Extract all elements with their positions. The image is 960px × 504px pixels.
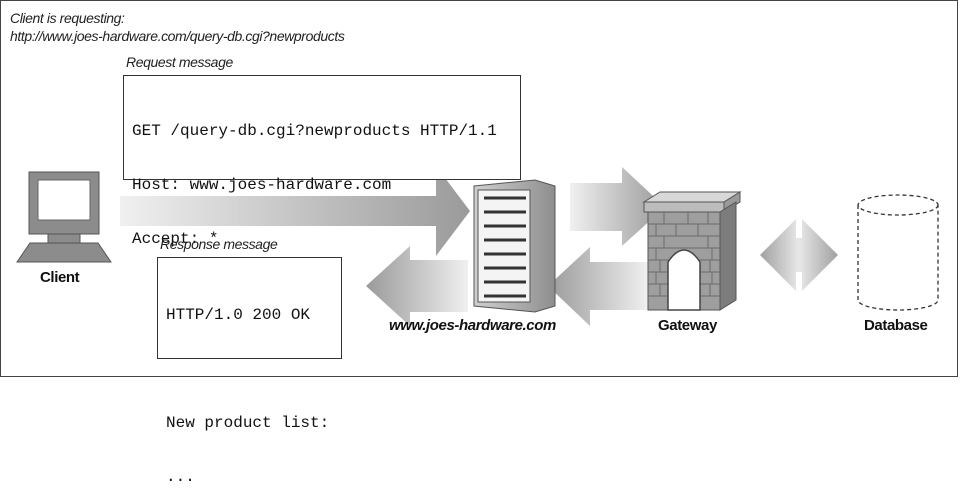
request-message-box: GET /query-db.cgi?newproducts HTTP/1.1 H… xyxy=(123,75,521,248)
request-arrow-client-to-server xyxy=(120,166,470,256)
database-label: Database xyxy=(864,317,928,334)
client-request-caption-line1: Client is requesting: xyxy=(10,10,125,26)
computer-icon xyxy=(16,171,112,263)
diagram-frame xyxy=(0,0,958,377)
client-request-caption-url: http://www.joes-hardware.com/query-db.cg… xyxy=(10,28,345,44)
response-blank-line xyxy=(166,360,333,378)
server-icon xyxy=(473,179,556,313)
gateway-database-double-arrow xyxy=(760,219,838,291)
request-accept-header: Accept: * xyxy=(132,230,219,248)
gateway-label: Gateway xyxy=(658,317,717,334)
server-label: www.joes-hardware.com xyxy=(389,317,556,334)
response-message-box: HTTP/1.0 200 OK New product list: ... xyxy=(157,257,342,486)
gateway-arch-icon xyxy=(642,191,742,311)
response-status-line: HTTP/1.0 200 OK xyxy=(166,306,311,324)
request-arrow-server-to-gateway xyxy=(570,167,665,246)
database-icon xyxy=(857,194,939,311)
client-label: Client xyxy=(40,269,80,286)
response-arrow-gateway-to-server xyxy=(548,247,648,326)
response-message-caption: Response message xyxy=(160,236,278,252)
request-message-caption: Request message xyxy=(126,54,233,70)
diagram-graphics xyxy=(16,166,939,326)
response-ellipsis-line: ... xyxy=(166,468,195,486)
response-arrow-server-to-client xyxy=(366,246,468,326)
request-line: GET /query-db.cgi?newproducts HTTP/1.1 xyxy=(132,122,497,140)
request-host-header: Host: www.joes-hardware.com xyxy=(132,176,392,194)
response-body-line: New product list: xyxy=(166,414,330,432)
